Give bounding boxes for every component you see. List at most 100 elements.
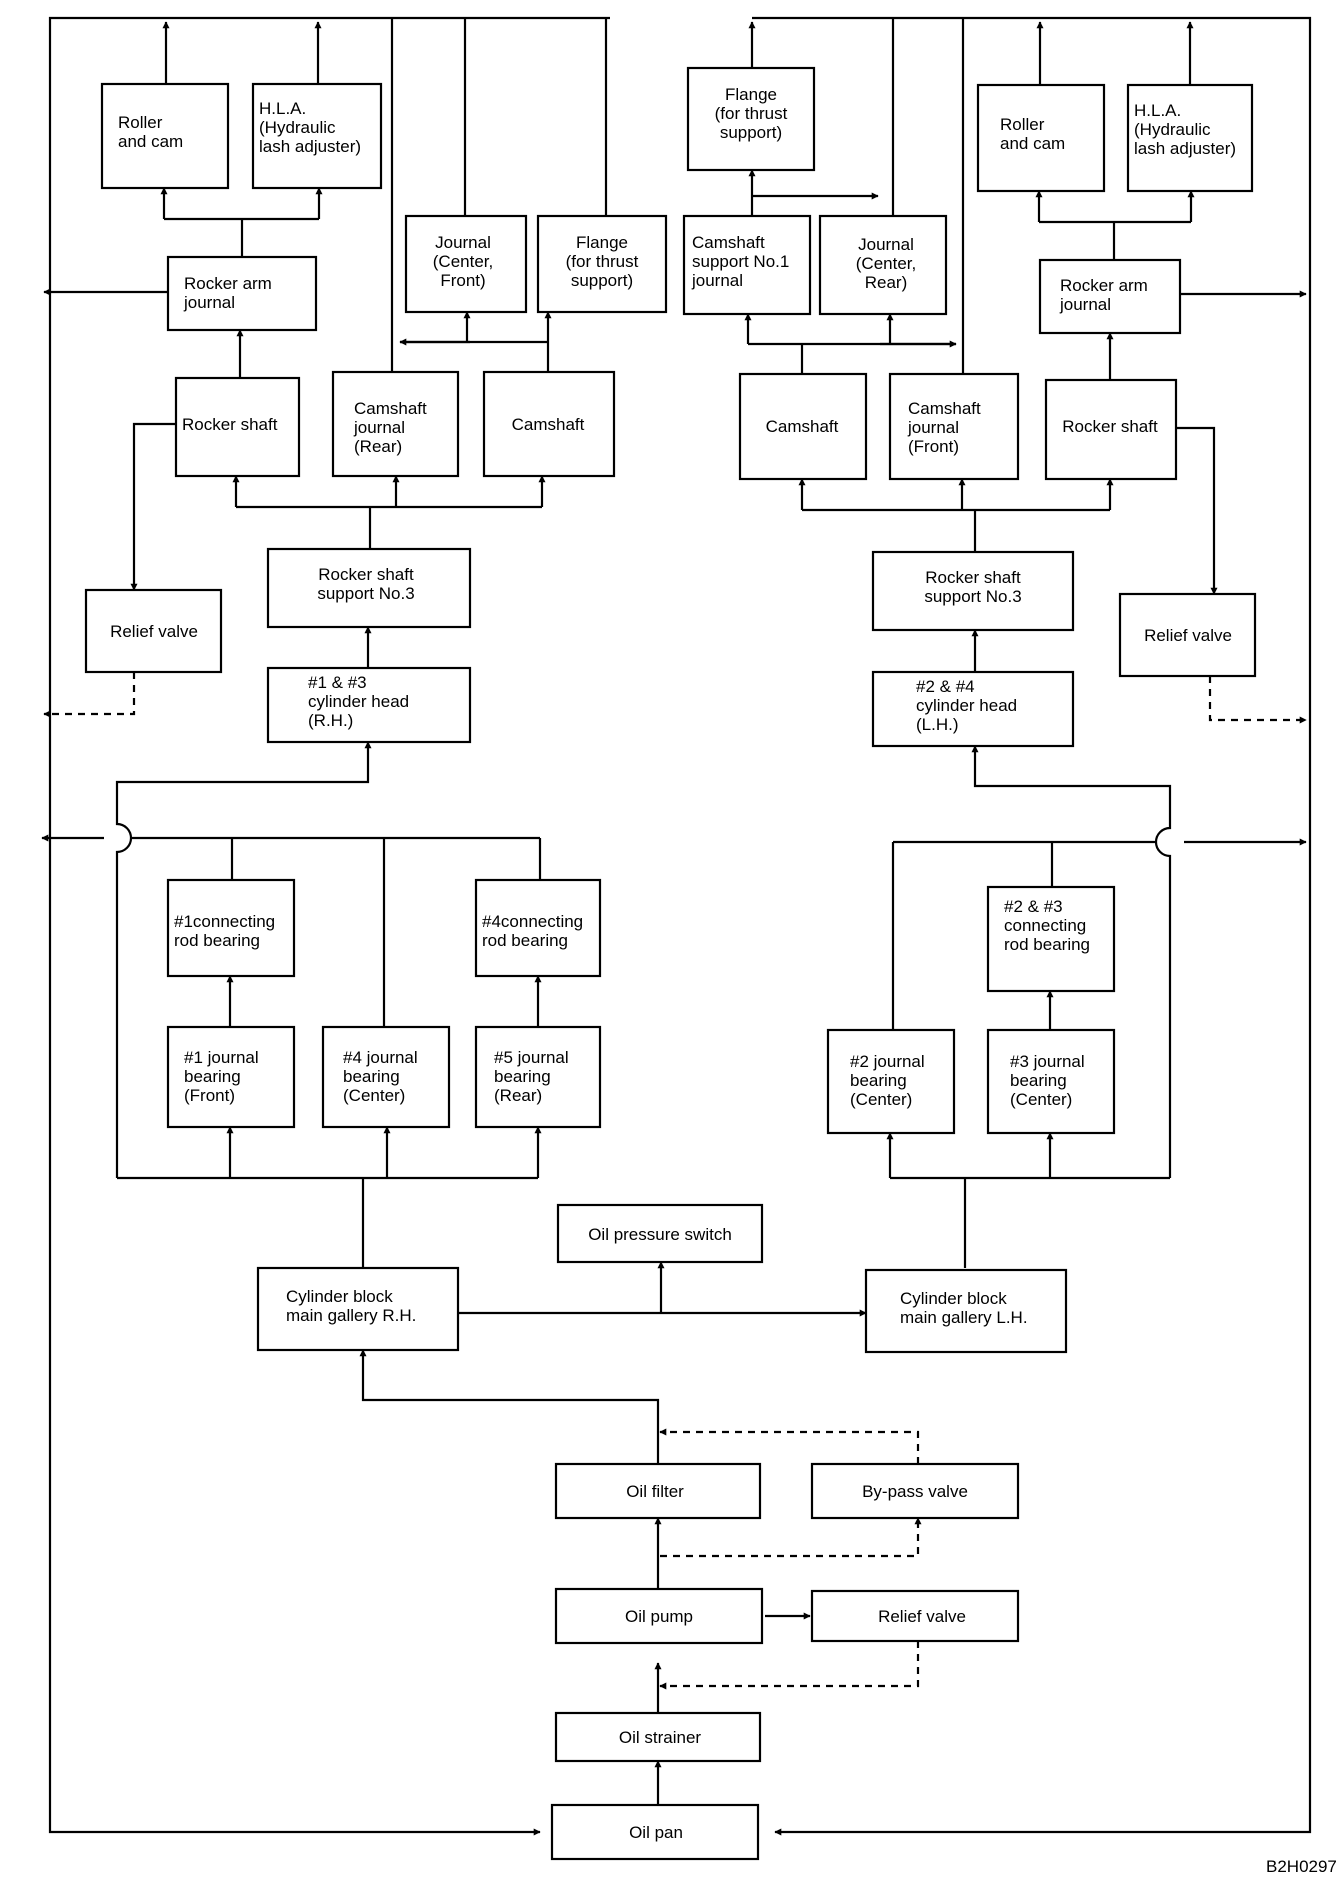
diagram-code: B2H0297 <box>1266 1857 1337 1876</box>
rocker-shaft-lh-label: Rocker shaft <box>1062 417 1158 436</box>
box-label-line: Flange <box>725 85 777 104</box>
box-label-line: journal <box>691 271 743 290</box>
journal-center-front-label: Journal(Center,Front) <box>433 233 493 290</box>
box-label-line: cylinder head <box>308 692 409 711</box>
box-label-line: (Hydraulic <box>259 118 336 137</box>
box-label-line: #1connecting <box>174 912 275 931</box>
box-label-line: lash adjuster) <box>259 137 361 156</box>
oil-strainer-box: Oil strainer <box>554 1711 762 1763</box>
journal-center-rear-label: Journal(Center,Rear) <box>856 235 916 292</box>
oil-filter-label: Oil filter <box>626 1482 684 1501</box>
box-label-line: H.L.A. <box>1134 101 1181 120</box>
box-label-line: Camshaft <box>908 399 981 418</box>
box-label-line: and cam <box>118 132 183 151</box>
box-label-line: main gallery R.H. <box>286 1306 416 1325</box>
flow-lines <box>41 16 1312 1836</box>
relief-valve-lh-label: Relief valve <box>1144 626 1232 645</box>
return-line-right <box>752 16 1312 1836</box>
box-label-line: (for thrust <box>566 252 639 271</box>
box-label-line: journal <box>907 418 959 437</box>
box-label-line: (Front) <box>184 1086 235 1105</box>
box-label-line: support) <box>571 271 633 290</box>
box-label-line: support) <box>720 123 782 142</box>
rocker-shaft-box-rh: Rocker shaft <box>174 376 301 478</box>
bypass-valve-box: By-pass valve <box>810 1462 1020 1520</box>
oil-pump-label: Oil pump <box>625 1607 693 1626</box>
oil-pan-box: Oil pan <box>550 1803 760 1861</box>
box-label-line: Relief valve <box>110 622 198 641</box>
box-label-line: Cylinder block <box>286 1287 393 1306</box>
box-label-line: (Center) <box>850 1090 912 1109</box>
box-label-line: Rocker shaft <box>182 415 278 434</box>
box-label-line: Rear) <box>865 273 908 292</box>
box-label-line: (Front) <box>908 437 959 456</box>
box-label-line: Rocker shaft <box>1062 417 1158 436</box>
box-label-line: Oil strainer <box>619 1728 702 1747</box>
box-label-line: connecting <box>1004 916 1086 935</box>
relief-return <box>659 1641 920 1690</box>
camshaft-box-lh: Camshaft <box>738 372 868 481</box>
camshaft-box-rh: Camshaft <box>482 370 616 478</box>
box-label-line: Relief valve <box>1144 626 1232 645</box>
box-label-line: rod bearing <box>1004 935 1090 954</box>
arrow-rocker-shaft-relief-lh <box>1176 426 1218 595</box>
box-label-line: support No.3 <box>924 587 1021 606</box>
relief-drain-rh <box>43 672 136 718</box>
box-label-line: #1 & #3 <box>308 673 367 692</box>
line-lh-head-feed <box>971 745 1172 1178</box>
relief-valve-box-lh: Relief valve <box>1118 592 1257 678</box>
box-label-line: Oil filter <box>626 1482 684 1501</box>
oil-strainer-label: Oil strainer <box>619 1728 702 1747</box>
box-label-line: #2 journal <box>850 1052 925 1071</box>
box-label-line: (Rear) <box>354 437 402 456</box>
line-rh-head-feed <box>115 741 372 1178</box>
arrow-filter-gallery-rh <box>359 1349 660 1464</box>
box-label-line: #5 journal <box>494 1048 569 1067</box>
bypass-return <box>659 1428 920 1464</box>
box-label-line: Oil pan <box>629 1823 683 1842</box>
rocker-shaft-box-lh: Rocker shaft <box>1044 378 1178 481</box>
box-label-line: rod bearing <box>482 931 568 950</box>
box-label-line: #2 & #4 <box>916 677 975 696</box>
rocker-shaft-rh-label: Rocker shaft <box>182 415 278 434</box>
box-label-line: (Center, <box>433 252 493 271</box>
relief-valve-box-rh: Relief valve <box>84 588 223 674</box>
oil-pressure-switch-label: Oil pressure switch <box>588 1225 732 1244</box>
box-label-line: (L.H.) <box>916 715 959 734</box>
box-label-line: Journal <box>858 235 914 254</box>
box-label-line: rod bearing <box>174 931 260 950</box>
